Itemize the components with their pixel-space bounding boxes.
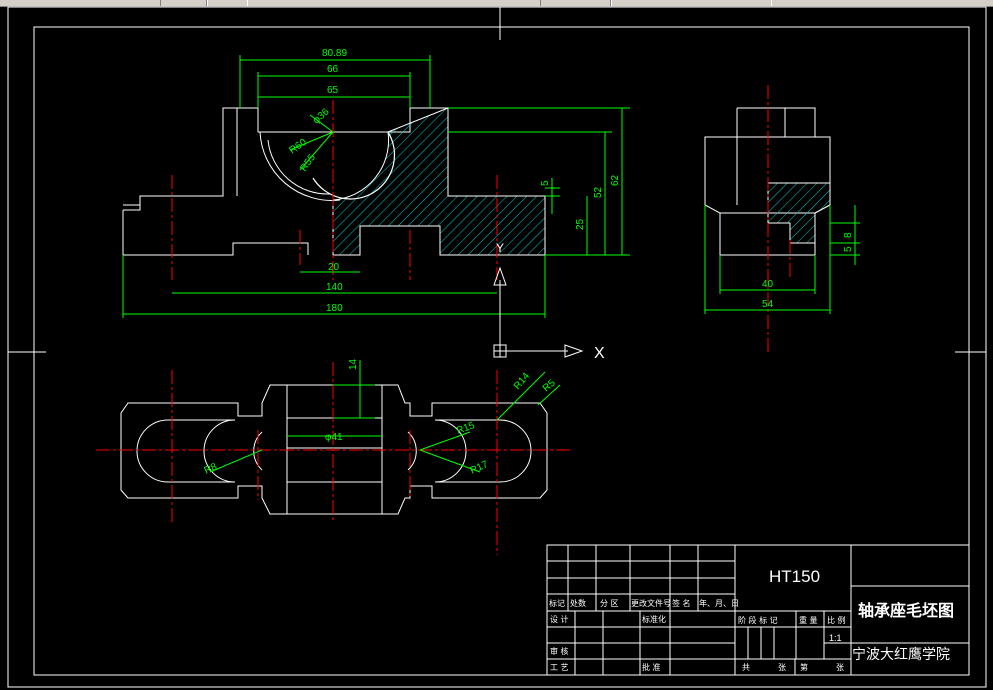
row-review: 审 核 [550,646,569,656]
dim-5b: 5 [843,246,854,252]
header-mark: 标记 [549,598,565,608]
sheet-total-label: 共 [742,663,750,672]
dim-25: 25 [575,218,586,230]
sheet-word-label: 张 [778,663,786,672]
side-section-hatch [767,182,831,244]
ucs-icon [493,266,584,358]
header-date: 年、月、日 [699,598,739,608]
row-standardization: 标准化 [642,614,666,624]
dim-65: 65 [327,85,339,96]
dim-8: 8 [843,232,854,238]
dim-r14: R14 [512,370,533,391]
ucs-y-label: Y [496,241,504,255]
ratio-label: 比 例 [827,615,846,625]
row-approve: 批 准 [642,662,661,672]
drawing-title: 轴承座毛坯图 [858,601,954,620]
dim-r5: R5 [541,377,558,394]
dim-140: 140 [326,282,343,293]
sheet-border [7,6,987,688]
stage-mark-label: 阶 段 标 记 [738,615,778,625]
dim-phi-41: φ41 [325,432,343,443]
front-view[interactable]: 80.89 66 65 φ36 R60 R55 5 52 62 25 20 14… [122,48,630,318]
header-count: 处数 [570,598,586,608]
dim-r8: R8 [203,461,220,477]
material-label: HT150 [769,567,820,586]
top-view[interactable]: 14 φ41 R14 R5 R15 R17 R8 [96,358,572,555]
sheet-word2-label: 张 [836,663,844,672]
dim-52: 52 [593,186,604,198]
side-view[interactable]: 8 5 40 54 [704,85,860,355]
section-hatch [332,107,546,256]
dim-40: 40 [762,279,774,290]
weight-label: 重 量 [799,615,818,625]
dim-r60: R60 [287,137,309,157]
sheet-no-label: 第 [800,662,808,672]
dim-80-89: 80.89 [322,48,347,59]
dim-5: 5 [540,180,551,186]
dim-r15: R15 [455,420,476,437]
institution-name: 宁波大红鹰学院 [852,646,950,663]
row-design: 设 计 [550,614,569,624]
row-process: 工 艺 [550,663,569,672]
dim-r17: R17 [469,459,491,477]
dim-14: 14 [348,358,359,370]
title-block[interactable] [546,544,970,676]
header-change-doc: 更改文件号 [631,598,671,608]
dim-66: 66 [327,64,339,75]
header-signature: 签 名 [672,598,691,608]
dim-phi-36: φ36 [311,106,332,126]
scale-value: 1:1 [829,633,842,643]
dim-62: 62 [610,174,621,186]
dim-54: 54 [762,299,774,310]
dim-20: 20 [328,262,340,273]
ucs-x-label: X [594,345,605,362]
dim-r55: R55 [298,152,318,174]
header-zone: 分 区 [600,599,619,608]
dim-180: 180 [326,303,343,314]
